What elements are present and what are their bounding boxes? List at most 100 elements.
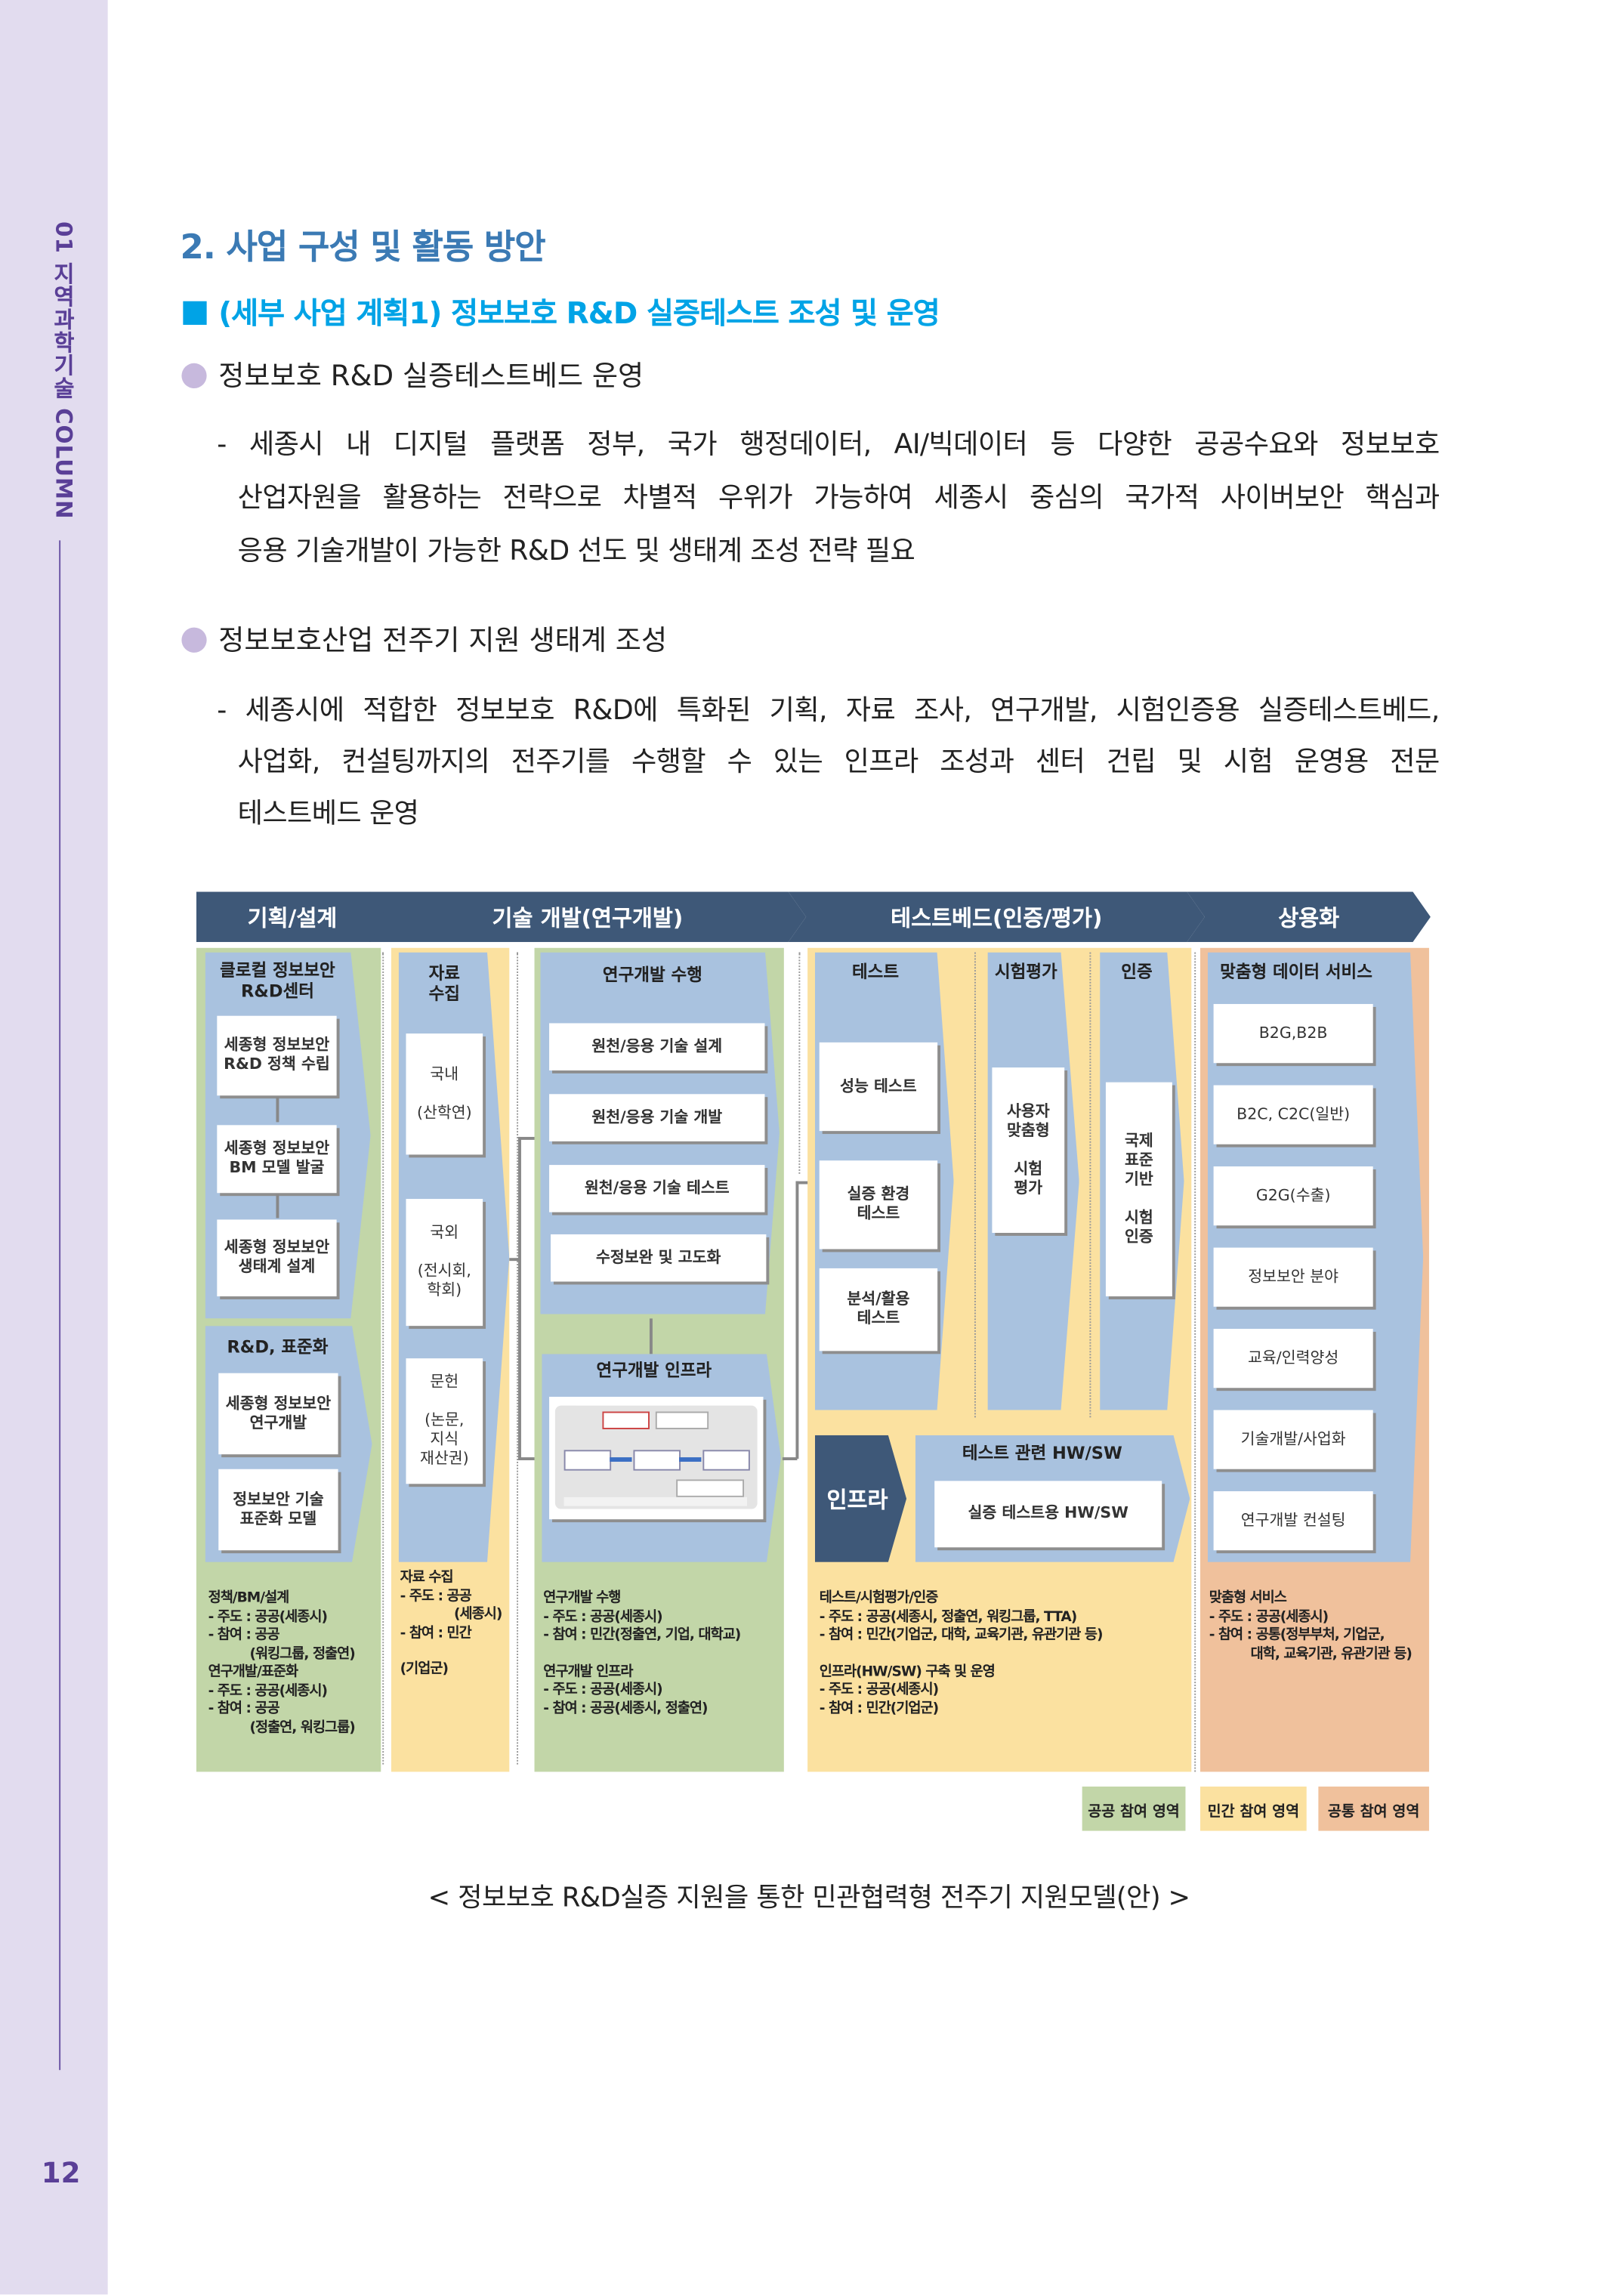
service-box: 연구개발 컨설팅 (1213, 1491, 1373, 1551)
phase-header: 상용화 (1187, 892, 1430, 942)
note-line: - 참여 : 공공(세종시, 정출연) (543, 1700, 708, 1717)
group-title: 연구개발 수행 (602, 964, 702, 985)
process-box: 세종형 정보보안 생태계 설계 (217, 1219, 337, 1297)
group-title: 맞춤형 데이터 서비스 (1220, 961, 1372, 982)
note-line: - 참여 : 공통(정부부처, 기업군, (1209, 1626, 1385, 1644)
phase-header: 기술 개발(연구개발) (369, 892, 807, 942)
bullet-heading-text: 정보보호 R&D 실증테스트베드 운영 (218, 360, 644, 393)
figure-caption: < 정보보호 R&D실증 지원을 통한 민관협력형 전주기 지원모델(안) > (428, 1882, 1190, 1914)
arrow-right-icon (795, 1181, 811, 1185)
group-title: 연구개발 인프라 (596, 1360, 712, 1381)
circle-bullet-icon (181, 627, 207, 653)
note-line: - 참여 : 민간(기업군) (819, 1700, 939, 1717)
source-box: 국외 (전시회, 학회) (406, 1199, 483, 1327)
bullet-heading: 정보보호산업 전주기 지원 생태계 조성 (181, 619, 667, 659)
evaluation-box: 사용자 맞춤형 시험 평가 (992, 1067, 1065, 1234)
note-line: - 주도 : 공공(세종시) (819, 1682, 939, 1698)
divider (517, 952, 519, 1765)
process-box: 세종형 정보보안 R&D 정책 수립 (217, 1015, 337, 1096)
note-line: 대학, 교육기관, 유관기관 등) (1209, 1645, 1413, 1662)
planning-notes: 정책/BM/설계- 주도 : 공공(세종시)- 참여 : 공공 (워킹그룹, 정… (208, 1590, 356, 1737)
arrow-up-icon (649, 1318, 653, 1354)
note-line: 연구개발 수행 (543, 1589, 621, 1607)
note-line: - 참여 : 공공 (208, 1700, 280, 1718)
group-title: 테스트 (851, 961, 900, 982)
legend-common: 공통 참여 영역 (1318, 1786, 1429, 1831)
note-line: - 주도 : 공공 (400, 1588, 472, 1605)
test-box: 성능 테스트 (819, 1042, 938, 1132)
connector (795, 1181, 799, 1459)
phase-header: 기획/설계 (196, 892, 388, 942)
group-title: 시험평가 (994, 961, 1057, 982)
note-line (543, 1645, 740, 1663)
sidebar (0, 0, 108, 2295)
note-line (400, 1643, 502, 1660)
process-box: 수정보완 및 고도화 (551, 1234, 767, 1282)
note-line: (기업군) (400, 1660, 449, 1678)
divider (1089, 952, 1091, 1418)
process-box: 원천/응용 기술 테스트 (549, 1165, 765, 1212)
connector (518, 1136, 521, 1459)
divider (1194, 952, 1196, 1772)
paragraph-line: 테스트베드 운영 (237, 798, 419, 830)
arrow-down-icon (276, 1194, 279, 1219)
note-line: - 참여 : 민간 (400, 1624, 472, 1642)
note-line (820, 1645, 1103, 1663)
bullet-heading: 정보보호 R&D 실증테스트베드 운영 (181, 354, 644, 394)
sidebar-section-label: 01 지역과학기술 COLUMN (50, 221, 77, 520)
process-box: 세종형 정보보안 연구개발 (218, 1373, 338, 1455)
note-line: - 주도 : 공공(세종시, 정출연, 워킹그룹, TTA) (819, 1608, 1078, 1625)
testbed-notes: 테스트/시험평가/인증- 주도 : 공공(세종시, 정출연, 워킹그룹, TTA… (819, 1589, 1104, 1719)
paragraph-line: 사업화, 컨설팅까지의 전주기를 수행할 수 있는 인프라 조성과 센터 건립 … (237, 746, 1440, 779)
bullet-heading-text: 정보보호산업 전주기 지원 생태계 조성 (218, 624, 668, 657)
page-number: 12 (41, 2157, 81, 2190)
note-line: (워킹그룹, 정출연) (208, 1645, 355, 1662)
note-line: - 주도 : 공공(세종시) (543, 1608, 662, 1625)
test-box: 실증 환경 테스트 (819, 1160, 938, 1249)
process-box: 정보보안 기술 표준화 모델 (218, 1469, 338, 1551)
subsection-title-text: (세부 사업 계획1) 정보보호 R&D 실증테스트 조성 및 운영 (218, 295, 940, 331)
note-line: (세종시) (400, 1606, 502, 1623)
connector (782, 1457, 798, 1461)
arrow-right-icon (518, 1136, 536, 1140)
hwsw-box: 실증 테스트용 HW/SW (934, 1481, 1162, 1548)
arrow-right-icon (518, 1457, 536, 1461)
phase-header: 테스트베드(인증/평가) (789, 892, 1205, 942)
rnd-notes: 연구개발 수행- 주도 : 공공(세종시)- 참여 : 민간(정출연, 기업, … (543, 1589, 741, 1719)
group-title: 클로컬 정보보안 R&D센터 (220, 959, 335, 1002)
commercial-notes: 맞춤형 서비스- 주도 : 공공(세종시)- 참여 : 공통(정부부처, 기업군… (1209, 1589, 1413, 1664)
legend-private: 민간 참여 영역 (1200, 1786, 1307, 1831)
group-title: 인증 (1121, 961, 1153, 982)
infra-label: 인프라 (814, 1435, 907, 1562)
process-box: 세종형 정보보안 BM 모델 발굴 (217, 1125, 337, 1194)
note-line: 테스트/시험평가/인증 (819, 1589, 939, 1607)
service-box: G2G(수출) (1213, 1166, 1373, 1226)
note-line: - 주도 : 공공(세종시) (208, 1608, 328, 1625)
process-box: 원천/응용 기술 개발 (549, 1094, 765, 1141)
paragraph-line: 응용 기술개발이 가능한 R&D 선도 및 생태계 조성 전략 필요 (237, 536, 915, 567)
square-bullet-icon (183, 301, 207, 325)
connector (509, 1258, 520, 1262)
sidebar-divider (59, 540, 61, 2071)
service-box: B2G,B2B (1213, 1004, 1373, 1064)
arrow-down-icon (276, 1097, 279, 1123)
certification-box: 국제 표준 기반 시험 인증 (1105, 1082, 1172, 1297)
subsection-title: (세부 사업 계획1) 정보보호 R&D 실증테스트 조성 및 운영 (183, 289, 940, 332)
source-box: 국내 (산학연) (406, 1033, 483, 1155)
test-box: 분석/활용 테스트 (819, 1268, 938, 1351)
note-line: - 참여 : 민간(기업군, 대학, 교육기관, 유관기관 등) (819, 1626, 1104, 1644)
group-title: R&D, 표준화 (227, 1336, 329, 1358)
note-line: - 주도 : 공공(세종시) (208, 1682, 328, 1699)
circle-bullet-icon (181, 363, 207, 389)
paragraph-line: - 세종시에 적합한 정보보호 R&D에 특화된 기획, 자료 조사, 연구개발… (217, 695, 1440, 727)
note-line: 맞춤형 서비스 (1209, 1589, 1287, 1607)
note-line: 자료 수집 (400, 1569, 454, 1586)
divider (382, 952, 384, 1765)
service-box: 교육/인력양성 (1213, 1329, 1373, 1388)
note-line: - 참여 : 공공 (208, 1626, 280, 1644)
process-box: 원천/응용 기술 설계 (549, 1023, 765, 1071)
note-line: 연구개발 인프라 (543, 1663, 633, 1680)
source-box: 문헌 (논문, 지식 재산권) (406, 1358, 483, 1484)
group-title: 테스트 관련 HW/SW (962, 1442, 1122, 1463)
